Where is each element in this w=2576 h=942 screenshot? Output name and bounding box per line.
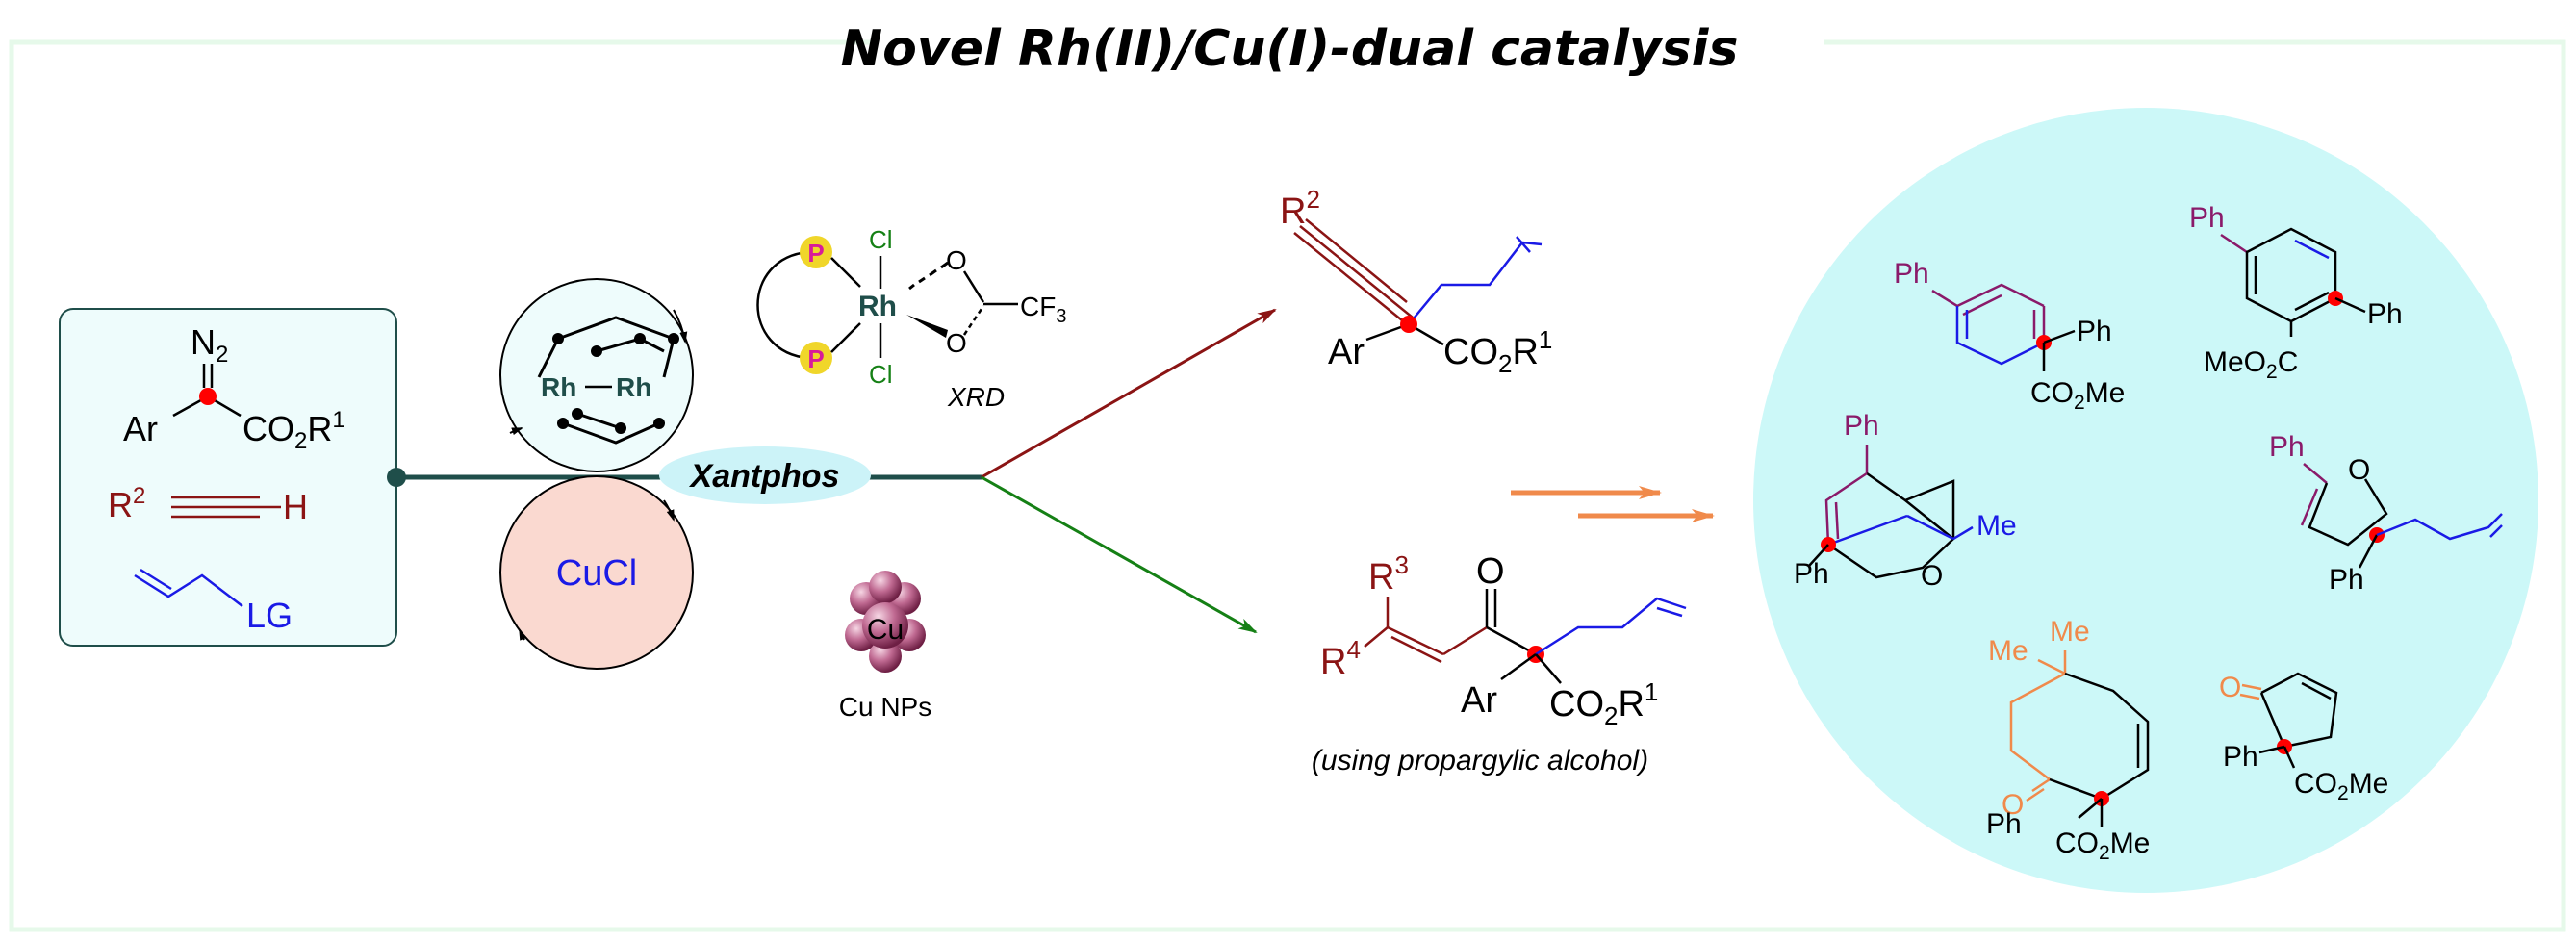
cu-nps-label: Cu NPs <box>839 692 931 722</box>
cu-cycle: CuCl <box>499 475 694 670</box>
svg-text:CO2R1: CO2R1 <box>1443 325 1552 378</box>
derivative-bicyclic-ether: Ph Ph O Me <box>1794 410 2017 592</box>
rh-xantphos-complex: P P Rh Cl Cl O O CF3 XRD <box>756 225 1066 412</box>
svg-text:Ph: Ph <box>2077 316 2112 347</box>
svg-text:Ph: Ph <box>2223 741 2258 773</box>
svg-text:Ph: Ph <box>1794 558 1829 590</box>
svg-text:Ph: Ph <box>1986 808 2022 840</box>
svg-text:Ph: Ph <box>1894 258 1929 290</box>
rh-left-label: Rh <box>541 372 576 402</box>
svg-text:R2: R2 <box>108 483 145 524</box>
rh-complex-label: Rh <box>858 291 897 322</box>
svg-text:Ph: Ph <box>2189 202 2225 234</box>
svg-text:Ph: Ph <box>1844 410 1879 442</box>
svg-text:O: O <box>1476 551 1505 592</box>
arrow-to-enone-product <box>981 475 1258 634</box>
cu-nanoparticles: Cu Cu NPs <box>839 571 931 722</box>
derivative-cyclopentenone: O Ph CO2Me <box>2219 672 2388 804</box>
allyl-electrophile: LG <box>134 568 293 635</box>
line-start-dot <box>387 468 406 487</box>
p-top-atom <box>800 236 832 268</box>
propargylic-note: (using propargylic alcohol) <box>1312 745 1648 777</box>
xantphos-label: Xantphos <box>689 458 840 495</box>
enone-product: R3 R4 O Ar CO2R1 (using propargylic alco… <box>1312 550 1687 777</box>
svg-text:Me: Me <box>2050 616 2090 648</box>
ar-label: Ar <box>123 409 158 448</box>
svg-text:H: H <box>283 487 308 526</box>
svg-text:Ph: Ph <box>2367 298 2403 330</box>
svg-text:R2: R2 <box>1280 185 1320 232</box>
derivative-dihydrofuran: Ph O Ph <box>2269 431 2503 596</box>
svg-text:LG: LG <box>246 596 293 635</box>
cu-atom-label: Cu <box>867 614 904 646</box>
terminal-alkyne: R2 H <box>108 483 308 526</box>
svg-text:Ph: Ph <box>2329 564 2364 596</box>
svg-text:Me: Me <box>1988 635 2028 667</box>
title-background <box>871 10 1824 87</box>
svg-text:O: O <box>2002 789 2024 821</box>
carbene-red-dot <box>199 388 217 405</box>
svg-text:O: O <box>2219 672 2241 703</box>
svg-text:R3: R3 <box>1368 550 1409 598</box>
svg-text:P: P <box>807 344 824 373</box>
svg-text:CF3: CF3 <box>1020 292 1066 327</box>
rh-right-label: Rh <box>616 372 651 402</box>
svg-text:Ph: Ph <box>2269 431 2305 463</box>
alkynyl-product: R2 Ar CO2R1 <box>1280 185 1552 378</box>
derivative-cyclohexadiene: Ph Ph CO2Me <box>1894 258 2125 414</box>
svg-text:O: O <box>946 328 967 358</box>
svg-text:R4: R4 <box>1320 635 1361 682</box>
svg-text:MeO2C: MeO2C <box>2204 346 2298 383</box>
svg-text:P: P <box>807 239 824 267</box>
svg-text:CO2R1: CO2R1 <box>242 407 345 454</box>
derivative-biaryl-ester: Ph Ph MeO2C <box>2189 202 2403 383</box>
diazo-compound: N2 Ar CO2R1 <box>123 322 345 454</box>
svg-text:Ar: Ar <box>1461 680 1497 721</box>
rh-cycle: Rh Rh <box>499 278 694 472</box>
p-bottom-atom <box>800 342 832 374</box>
svg-text:CO2Me: CO2Me <box>2030 377 2125 414</box>
svg-text:Cl: Cl <box>869 360 893 389</box>
svg-text:N2: N2 <box>191 322 228 368</box>
svg-text:CO2R1: CO2R1 <box>1549 677 1658 730</box>
n2-label: N <box>191 322 216 362</box>
cucl-label: CuCl <box>556 553 637 594</box>
svg-text:CO2Me: CO2Me <box>2055 827 2150 864</box>
xantphos-highlight <box>659 446 871 504</box>
svg-text:O: O <box>1921 560 1943 592</box>
xrd-label: XRD <box>947 382 1005 412</box>
quaternary-center-dot <box>1400 316 1417 333</box>
svg-text:Me: Me <box>1977 510 2017 542</box>
derivatives-circle <box>1753 108 2538 893</box>
svg-text:O: O <box>2348 454 2370 486</box>
derivative-cycloheptenone: Me Me O Ph CO2Me <box>1986 616 2150 864</box>
svg-text:Ar: Ar <box>1328 332 1365 372</box>
svg-text:Cl: Cl <box>869 225 893 254</box>
page-title: Novel Rh(II)/Cu(I)-dual catalysis <box>841 20 1739 78</box>
svg-text:O: O <box>946 245 967 275</box>
svg-text:CO2Me: CO2Me <box>2294 768 2388 804</box>
arrow-to-alkynyl-product <box>981 308 1277 479</box>
